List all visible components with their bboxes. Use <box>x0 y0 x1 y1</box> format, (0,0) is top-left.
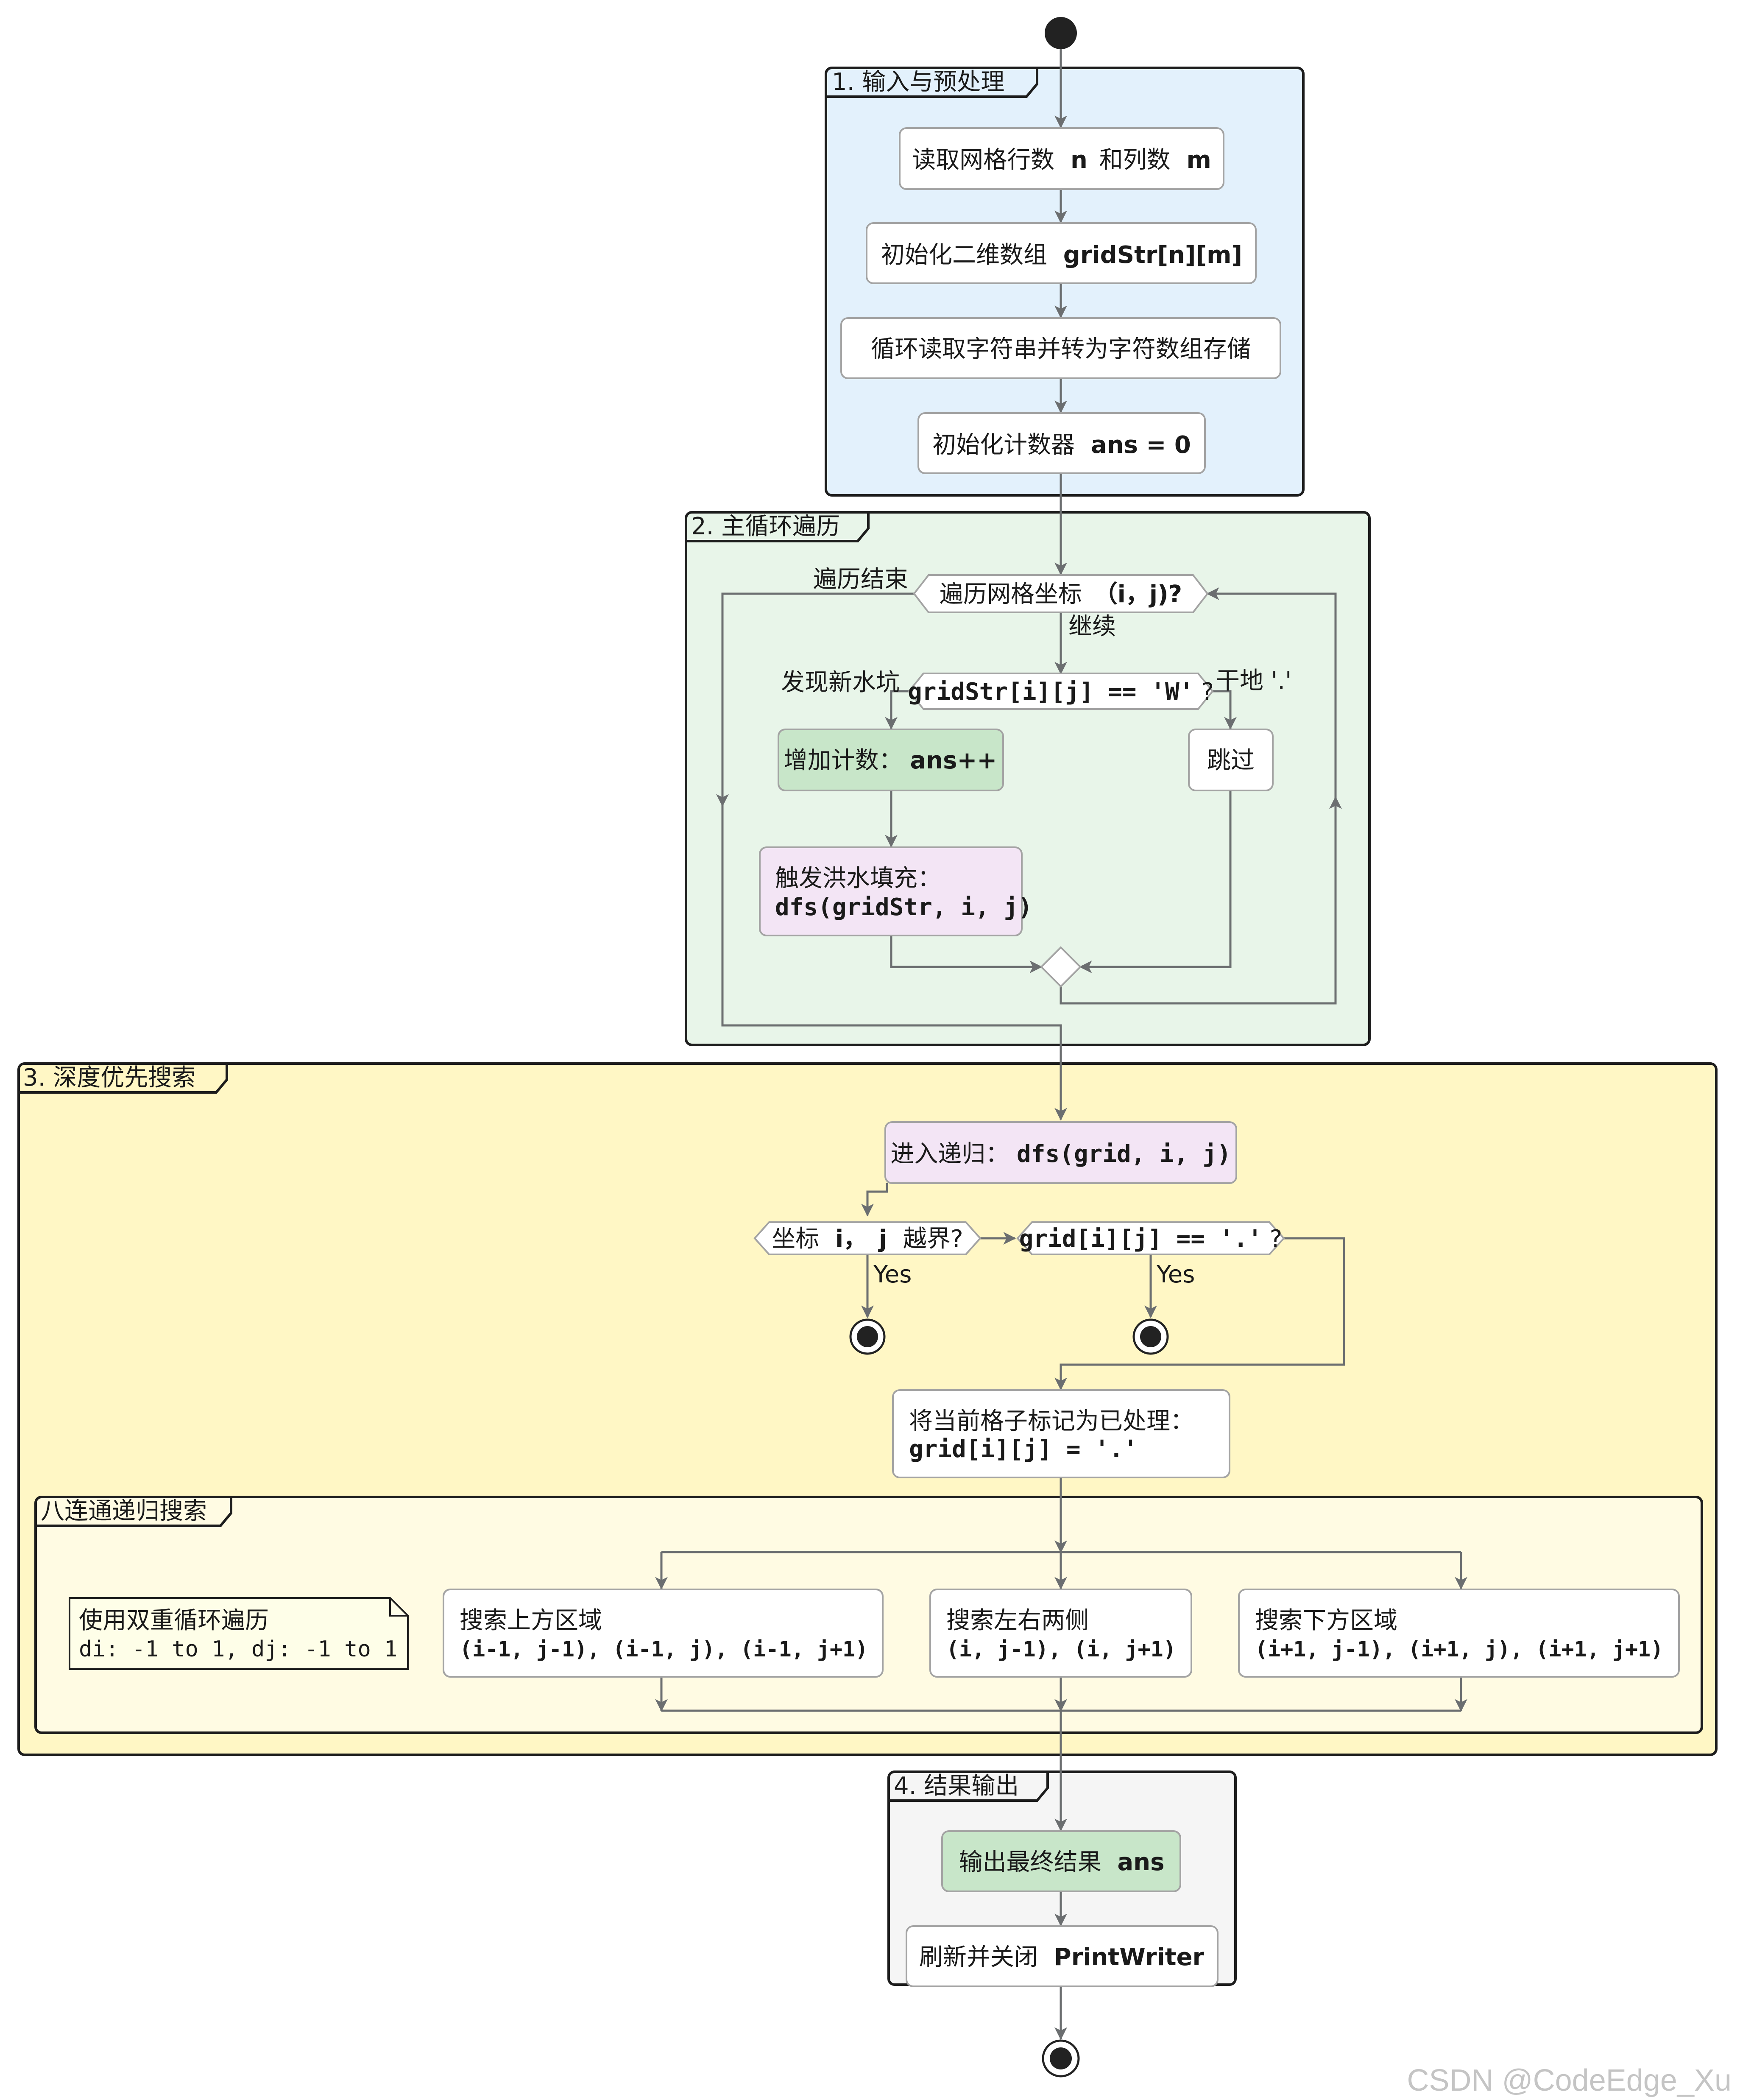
dot-text-a: grid[i][j] == '.' <box>1019 1225 1262 1253</box>
watermark: CSDN @CodeEdge_Xu <box>1407 2064 1732 2097</box>
node-enter-recursion: 进入递归： dfs(grid, i, j) <box>884 1121 1237 1184</box>
label-traverse-done: 遍历结束 <box>813 566 908 593</box>
oob-text-d: 越界? <box>903 1225 963 1253</box>
read-nm-text-b: n <box>1071 146 1088 174</box>
read-nm-text-a: 读取网格行数 <box>912 146 1054 174</box>
svg-text:初始化计数器 ans = 0: 初始化计数器 ans = 0 <box>932 431 1191 459</box>
init-ans-text-b: ans = 0 <box>1091 431 1191 459</box>
read-nm-text-d: m <box>1186 146 1211 174</box>
decision-check-w: gridStr[i][j] == 'W' ? <box>908 673 1214 710</box>
decision-traverse: 遍历网格坐标 （i，j)? <box>913 574 1209 613</box>
decision-out-of-bounds: 坐标 i， j 越界? <box>753 1221 982 1255</box>
init-ans-text-a: 初始化计数器 <box>932 431 1075 459</box>
mark-text-2: grid[i][j] = '.' <box>909 1435 1138 1463</box>
note-text-2: di: -1 to 1, dj: -1 to 1 <box>79 1636 397 1662</box>
partition-output-title: 4. 结果输出 <box>894 1772 1019 1800</box>
node-increment: 增加计数： ans++ <box>778 729 1004 791</box>
traverse-text-a: 遍历网格坐标 <box>940 581 1082 608</box>
partition-input-title: 1. 输入与预处理 <box>832 68 1004 96</box>
init-grid-text-b: gridStr[n][m] <box>1063 241 1242 269</box>
partition-eight-connected-title: 八连通递归搜索 <box>41 1497 207 1525</box>
svg-text:进入递归： dfs(grid, i, j): 进入递归： dfs(grid, i, j) <box>890 1140 1231 1168</box>
merge-diamond <box>1040 946 1082 988</box>
down-text-1: 搜索下方区域 <box>1255 1607 1397 1634</box>
node-init-grid: 初始化二维数组 gridStr[n][m] <box>866 222 1257 284</box>
node-read-n-m: 读取网格行数 n 和列数 m <box>899 127 1224 190</box>
mark-text-1: 将当前格子标记为已处理： <box>909 1407 1194 1435</box>
end-node-2 <box>1132 1318 1169 1355</box>
node-init-ans: 初始化计数器 ans = 0 <box>917 412 1206 474</box>
label-found-new-pond: 发现新水坑 <box>781 669 900 696</box>
svg-text:输出最终结果 ans: 输出最终结果 ans <box>959 1849 1165 1876</box>
skip-text: 跳过 <box>1207 747 1255 774</box>
svg-text:增加计数： ans++: 增加计数： ans++ <box>784 747 997 774</box>
note-double-loop: 使用双重循环遍历 di: -1 to 1, dj: -1 to 1 <box>69 1597 409 1670</box>
svg-text:grid[i][j] == '.' ?: grid[i][j] == '.' ? <box>1019 1225 1283 1253</box>
node-skip: 跳过 <box>1188 729 1274 791</box>
partition-main-loop-title: 2. 主循环遍历 <box>691 513 840 540</box>
enter-text-a: 进入递归： <box>890 1140 1009 1168</box>
label-continue: 继续 <box>1068 613 1116 640</box>
flood-text-1: 触发洪水填充： <box>775 865 941 892</box>
oob-text-a: 坐标 <box>772 1225 819 1253</box>
inc-text-a: 增加计数： <box>784 747 903 774</box>
lr-text-2: (i, j-1), (i, j+1) <box>946 1637 1176 1662</box>
out-text-a: 输出最终结果 <box>959 1849 1101 1876</box>
enter-text-b: dfs(grid, i, j) <box>1017 1140 1231 1168</box>
svg-text:坐标 i， j 越界?: 坐标 i， j 越界? <box>772 1225 963 1253</box>
out-text-b: ans <box>1117 1849 1164 1876</box>
svg-text:遍历网格坐标 （i，j)?: 遍历网格坐标 （i，j)? <box>940 581 1182 608</box>
node-mark-visited: 将当前格子标记为已处理： grid[i][j] = '.' <box>892 1389 1230 1478</box>
flood-text-2: dfs(gridStr, i, j) <box>775 894 1032 921</box>
down-text-2: (i+1, j-1), (i+1, j), (i+1, j+1) <box>1255 1637 1663 1662</box>
node-flood-fill: 触发洪水填充： dfs(gridStr, i, j) <box>759 846 1032 936</box>
node-search-left-right: 搜索左右两侧 (i, j-1), (i, j+1) <box>929 1589 1192 1678</box>
label-dry-land: 干地 '.' <box>1216 667 1291 695</box>
init-grid-text-a: 初始化二维数组 <box>881 241 1047 269</box>
read-nm-text-c: 和列数 <box>1099 146 1171 174</box>
label-yes-1: Yes <box>873 1261 912 1288</box>
lr-text-1: 搜索左右两侧 <box>946 1607 1089 1634</box>
traverse-text-b: （i，j)? <box>1094 581 1182 608</box>
note-text-1: 使用双重循环遍历 <box>79 1607 269 1634</box>
oob-text-c: j <box>878 1225 887 1253</box>
node-close-writer: 刷新并关闭 PrintWriter <box>906 1925 1219 1987</box>
decision-is-dot: grid[i][j] == '.' ? <box>1016 1221 1285 1255</box>
node-output-result: 输出最终结果 ans <box>941 1830 1181 1892</box>
partition-dfs-title: 3. 深度优先搜索 <box>23 1064 195 1092</box>
node-loop-read: 循环读取字符串并转为字符数组存储 <box>840 317 1281 379</box>
svg-text:读取网格行数 n 和列数: 读取网格行数 n 和列数 m <box>912 146 1211 174</box>
close-text-a: 刷新并关闭 <box>919 1944 1038 1971</box>
dot-text-b: ? <box>1270 1225 1283 1253</box>
svg-text:gridStr[i][j] == 'W' ?: gridStr[i][j] == 'W' ? <box>908 678 1214 706</box>
start-node <box>1045 17 1077 49</box>
svg-text:初始化二维数组 gridStr[n][m]: 初始化二维数组 gridStr[n][m] <box>881 241 1242 269</box>
close-text-b: PrintWriter <box>1054 1944 1205 1971</box>
node-search-down: 搜索下方区域 (i+1, j-1), (i+1, j), (i+1, j+1) <box>1238 1589 1680 1678</box>
check-w-text-b: ? <box>1201 678 1214 706</box>
final-end-node <box>1042 2039 1080 2078</box>
node-search-up: 搜索上方区域 (i-1, j-1), (i-1, j), (i-1, j+1) <box>443 1589 884 1678</box>
svg-text:刷新并关闭 PrintWriter: 刷新并关闭 PrintWriter <box>919 1944 1205 1971</box>
oob-text-b: i， <box>835 1225 867 1253</box>
check-w-text-a: gridStr[i][j] == 'W' <box>908 678 1193 706</box>
label-yes-2: Yes <box>1156 1261 1195 1288</box>
up-text-1: 搜索上方区域 <box>460 1607 602 1634</box>
end-node-1 <box>849 1318 886 1355</box>
edges <box>655 47 1467 2040</box>
up-text-2: (i-1, j-1), (i-1, j), (i-1, j+1) <box>460 1637 868 1662</box>
inc-text-b: ans++ <box>910 747 997 774</box>
loop-read-text: 循环读取字符串并转为字符数组存储 <box>871 335 1251 363</box>
